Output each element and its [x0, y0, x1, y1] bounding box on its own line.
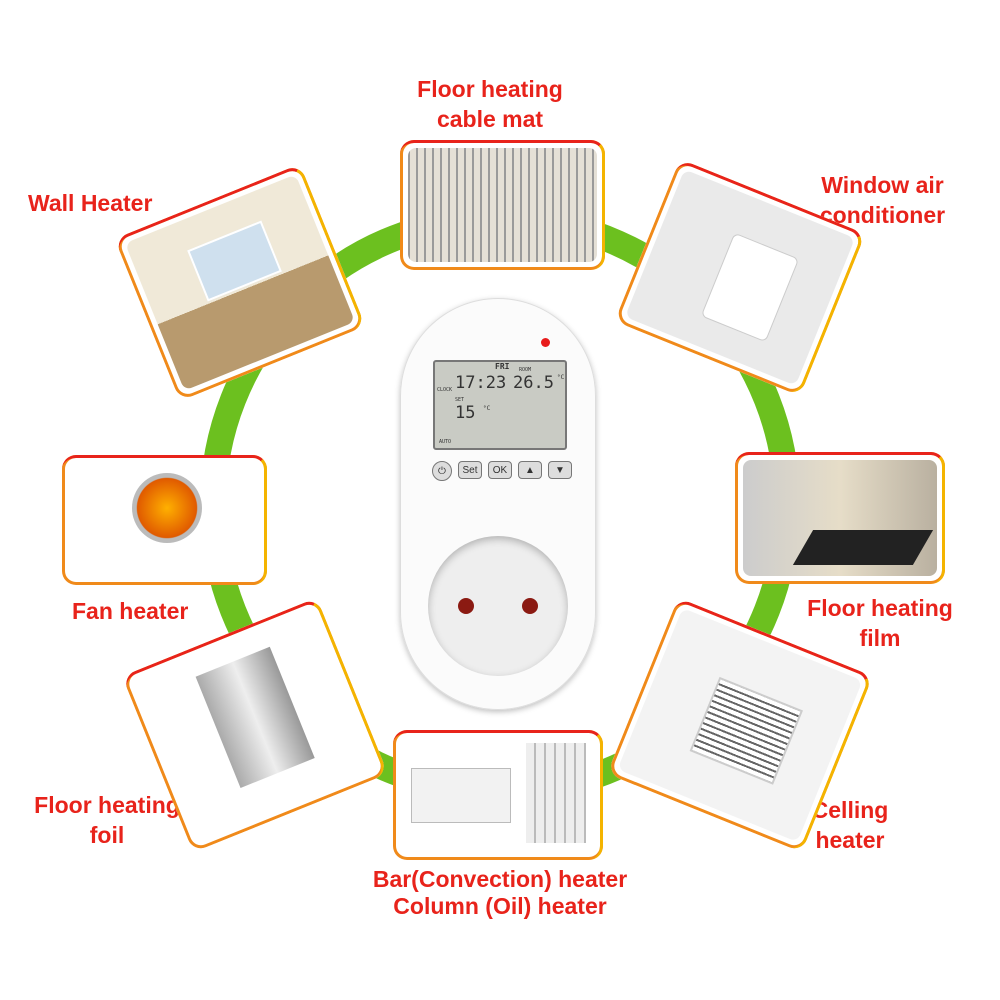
image-floor-film [735, 452, 945, 584]
lcd-display: FRI CLOCK 17:23 ROOM 26.5 °C SET 15 °C A… [433, 360, 567, 450]
label-line: Celling [811, 797, 889, 823]
label-line: Floor heating [417, 76, 563, 102]
label-line: Bar(Convection) heater [372, 866, 628, 892]
down-button[interactable]: ▼ [548, 461, 572, 479]
label-line: Window air [821, 172, 944, 198]
image-cable-mat [400, 140, 605, 270]
set-label: SET [455, 397, 465, 403]
power-led [541, 338, 550, 347]
set-button[interactable]: Set [458, 461, 482, 479]
unit: °C [557, 374, 565, 381]
thermostat-plug: FRI CLOCK 17:23 ROOM 26.5 °C SET 15 °C A… [400, 298, 596, 710]
label-line: film [859, 625, 901, 651]
ok-button[interactable]: OK [488, 461, 512, 479]
label-cable-mat: Floor heating cable mat [390, 74, 590, 134]
label-fan-heater: Fan heater [72, 598, 189, 624]
up-button[interactable]: ▲ [518, 461, 542, 479]
power-socket [428, 536, 568, 676]
set-unit: °C [483, 405, 491, 412]
label-line: Column (Oil) heater [393, 893, 607, 919]
label-line: cable mat [436, 106, 544, 132]
mode-label: AUTO [439, 439, 452, 445]
room-temp: 26.5 [513, 373, 554, 393]
time: 17:23 [455, 373, 507, 393]
power-button[interactable]: ⏻ [432, 461, 452, 481]
label-line: Floor heating [807, 595, 953, 621]
set-temp: 15 [455, 403, 476, 423]
clock-label: CLOCK [437, 387, 453, 393]
label-wall-heater: Wall Heater [28, 190, 153, 216]
label-floor-foil: Floor heating foil [22, 790, 192, 850]
label-floor-film: Floor heating film [795, 593, 965, 653]
socket-hole [458, 598, 474, 614]
label-ceiling-heater: Celling heater [795, 795, 905, 855]
label-line: Floor heating [34, 792, 180, 818]
label-line: foil [89, 822, 125, 848]
room-label: ROOM [519, 367, 532, 373]
socket-hole [522, 598, 538, 614]
image-bar-heater [393, 730, 603, 860]
image-fan-heater [62, 455, 267, 585]
label-line: heater [815, 827, 885, 853]
day: FRI [495, 362, 510, 371]
